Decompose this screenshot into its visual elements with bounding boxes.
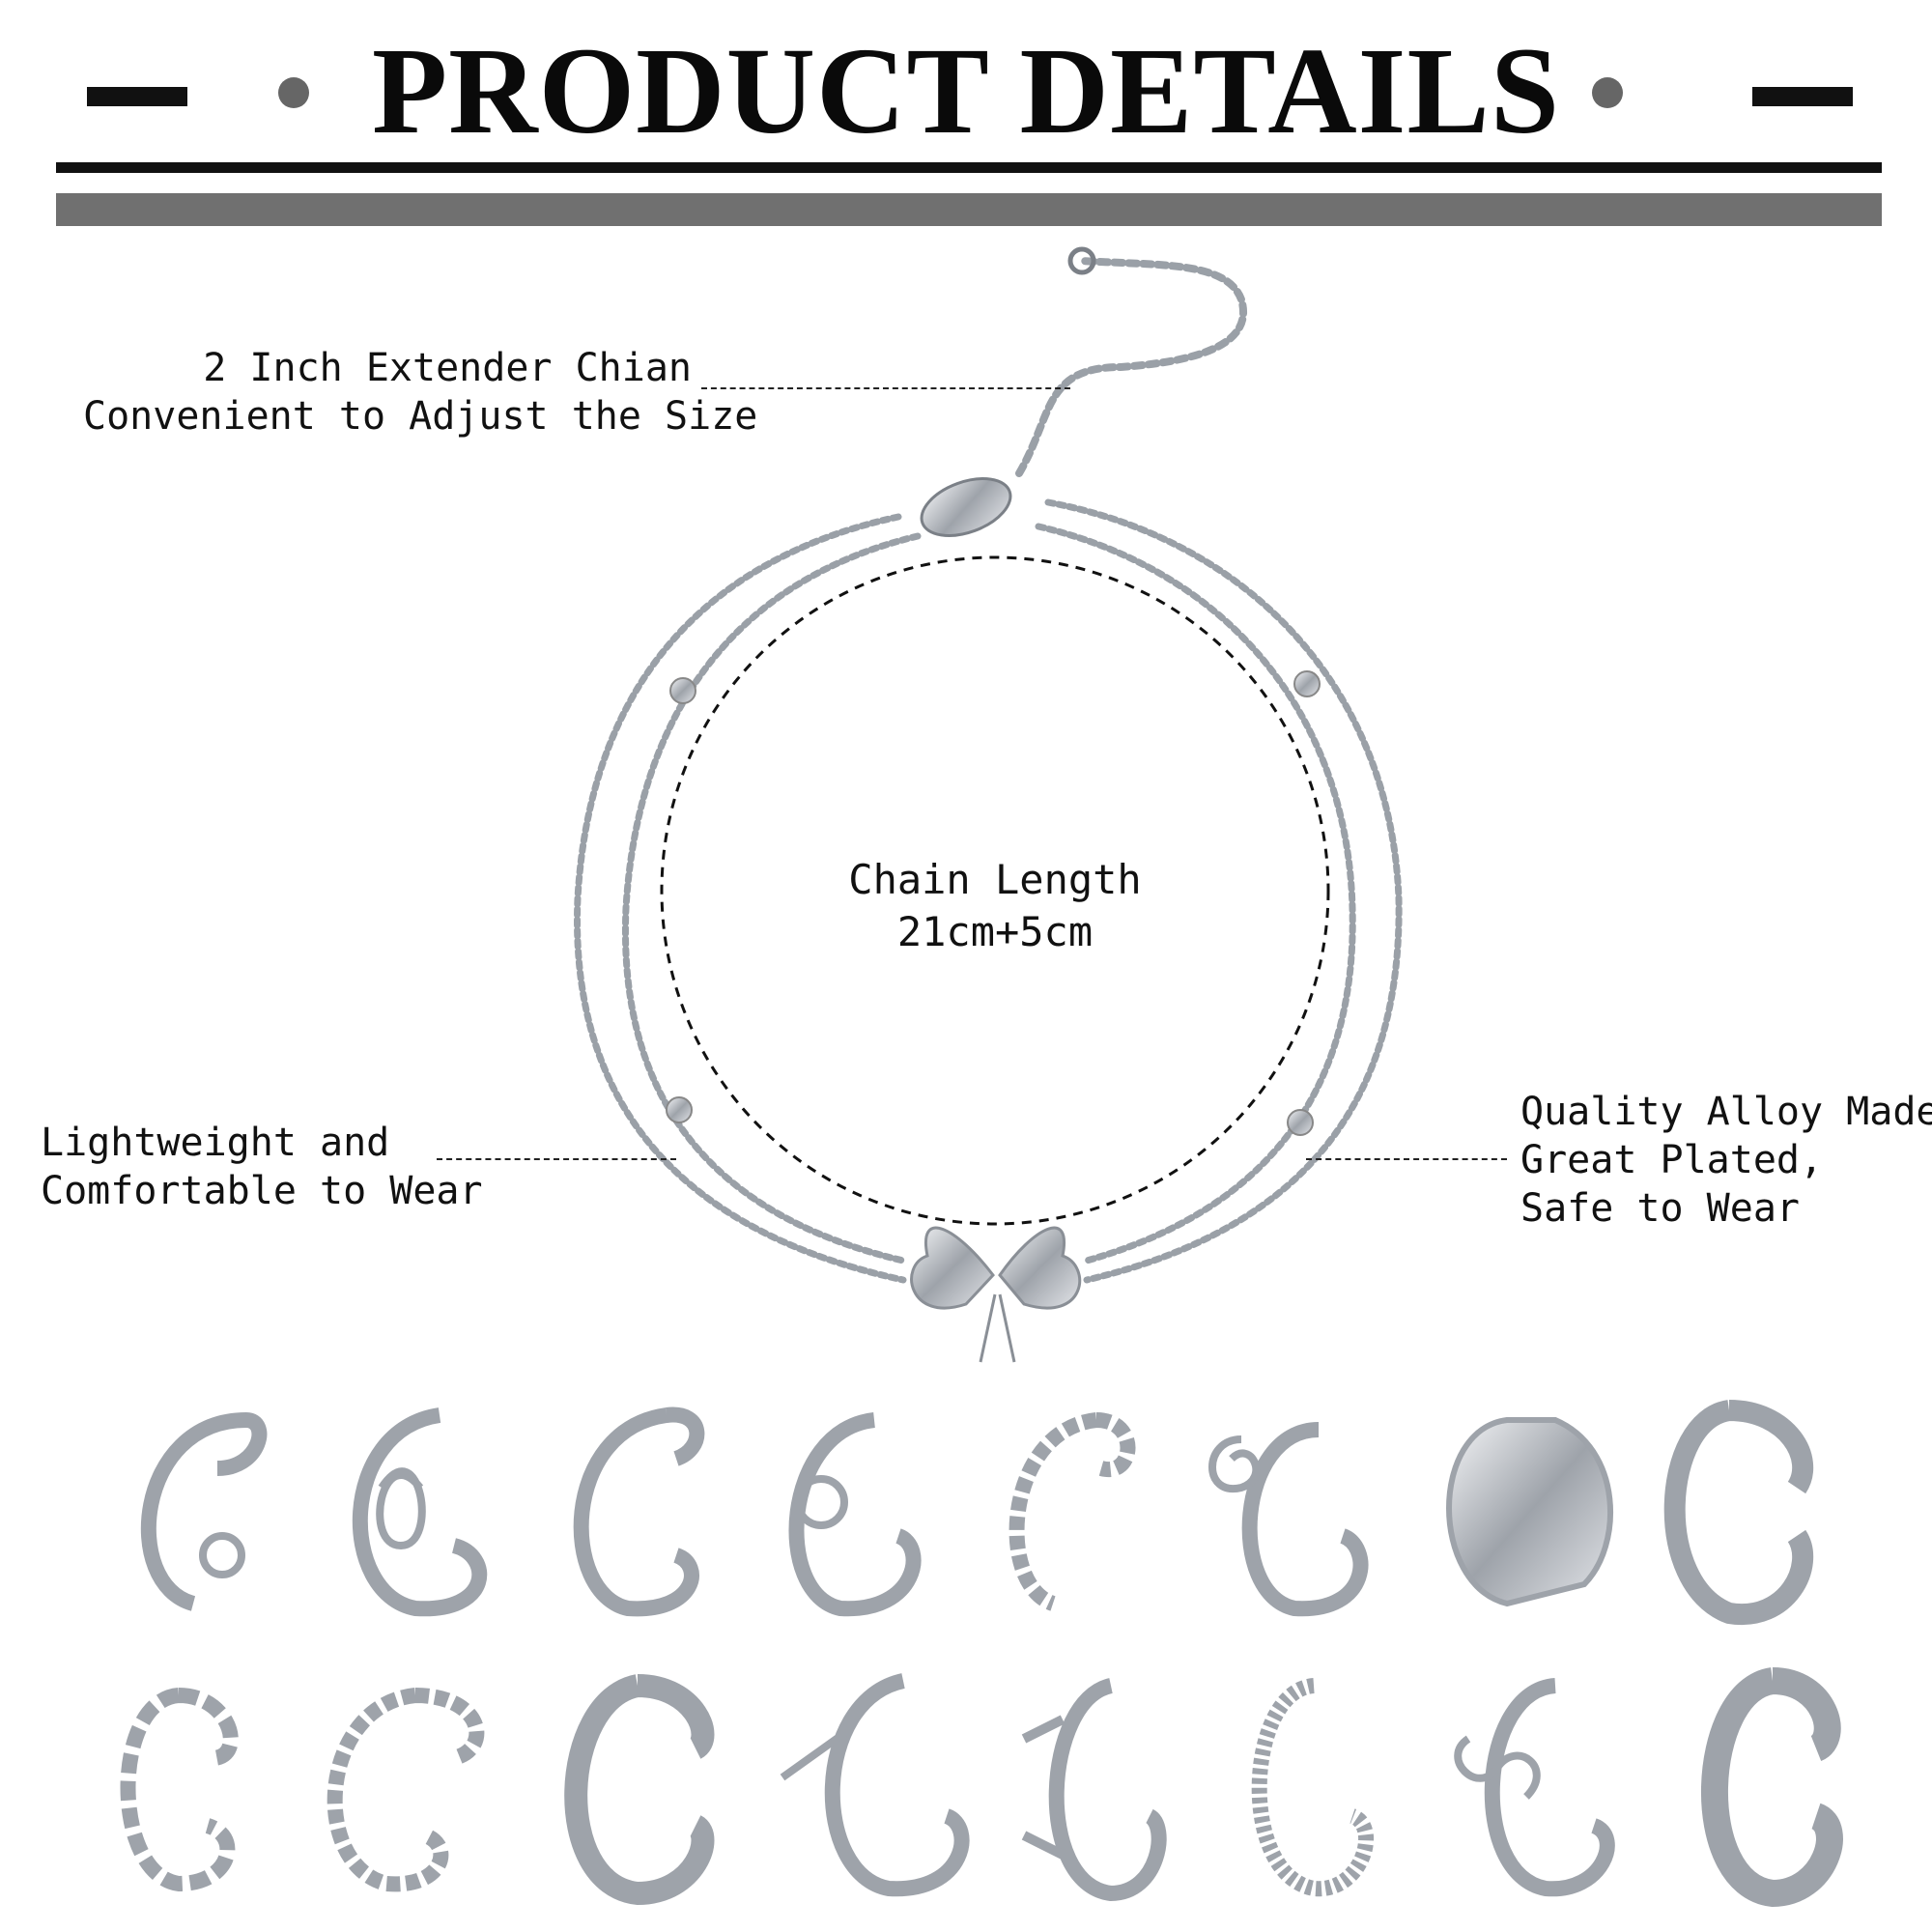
alloy-callout-line-1: Quality Alloy Made — [1520, 1090, 1932, 1134]
chain-length-label: Chain Length 21cm+5cm — [802, 854, 1188, 958]
lightweight-callout-line-1: Lightweight and — [41, 1121, 390, 1165]
anklet-beads — [666, 670, 1321, 1136]
alloy-callout-line-3: Safe to Wear — [1520, 1186, 1800, 1231]
arrow-ring — [780, 1673, 970, 1897]
header-rule — [56, 162, 1882, 173]
extender-chain — [1015, 257, 1247, 477]
infinity-ring — [352, 1407, 488, 1617]
page-title: PRODUCT DETAILS — [371, 22, 1561, 159]
header-left-dash — [87, 87, 187, 106]
snake-ring — [1454, 1678, 1615, 1897]
header-grey-bar — [56, 193, 1882, 226]
header-right-dash — [1752, 87, 1853, 106]
rose-leaf-ring — [788, 1412, 922, 1617]
swirl-star-ring — [1208, 1422, 1369, 1617]
alloy-leader-line — [1306, 1158, 1507, 1160]
extender-leader-line — [701, 387, 1070, 389]
butterfly-anklet — [574, 257, 1403, 1284]
filigree-ring — [564, 1674, 715, 1906]
header-right-dot — [1592, 77, 1623, 108]
flower-chain-ring — [327, 1688, 485, 1892]
crystal-ring — [1251, 1678, 1375, 1897]
hug-hands-ring — [1021, 1678, 1167, 1902]
header-left-dot — [278, 77, 309, 108]
alloy-callout: Quality Alloy Made Great Plated, Safe to… — [1520, 1088, 1932, 1233]
extender-callout-line-2: Convenient to Adjust the Size — [83, 394, 758, 439]
flower-ring — [140, 1412, 268, 1611]
anklet-inner-chain-right — [1035, 523, 1356, 1264]
triple-band-ring — [1701, 1667, 1843, 1908]
lobster-clasp — [920, 246, 1096, 537]
butterfly-charm — [910, 1226, 1082, 1363]
heart-ring — [1009, 1412, 1136, 1611]
anklet-outer-chain-right — [1044, 498, 1403, 1284]
extender-callout-line-1: 2 Inch Extender Chian — [203, 346, 692, 390]
crisscross-ring — [1663, 1400, 1814, 1626]
chain-link-ring — [120, 1688, 239, 1892]
plain-ring — [573, 1406, 705, 1617]
lightweight-callout: Lightweight and Comfortable to Wear — [41, 1119, 483, 1215]
anklet-outer-chain — [574, 513, 907, 1284]
chain-length-circle — [660, 555, 1330, 1226]
extender-callout: 2 Inch Extender Chian Convenient to Adju… — [83, 344, 758, 440]
lightweight-leader-line — [437, 1158, 676, 1160]
chain-length-title: Chain Length — [848, 856, 1142, 903]
lightweight-callout-line-2: Comfortable to Wear — [41, 1169, 483, 1213]
alloy-callout-line-2: Great Plated, — [1520, 1138, 1824, 1182]
chain-length-value: 21cm+5cm — [896, 908, 1094, 955]
footprint-ring — [1446, 1417, 1614, 1607]
anklet-inner-chain — [621, 532, 922, 1264]
rings-row-1 — [140, 1400, 1814, 1626]
rings-row-2 — [120, 1667, 1843, 1908]
